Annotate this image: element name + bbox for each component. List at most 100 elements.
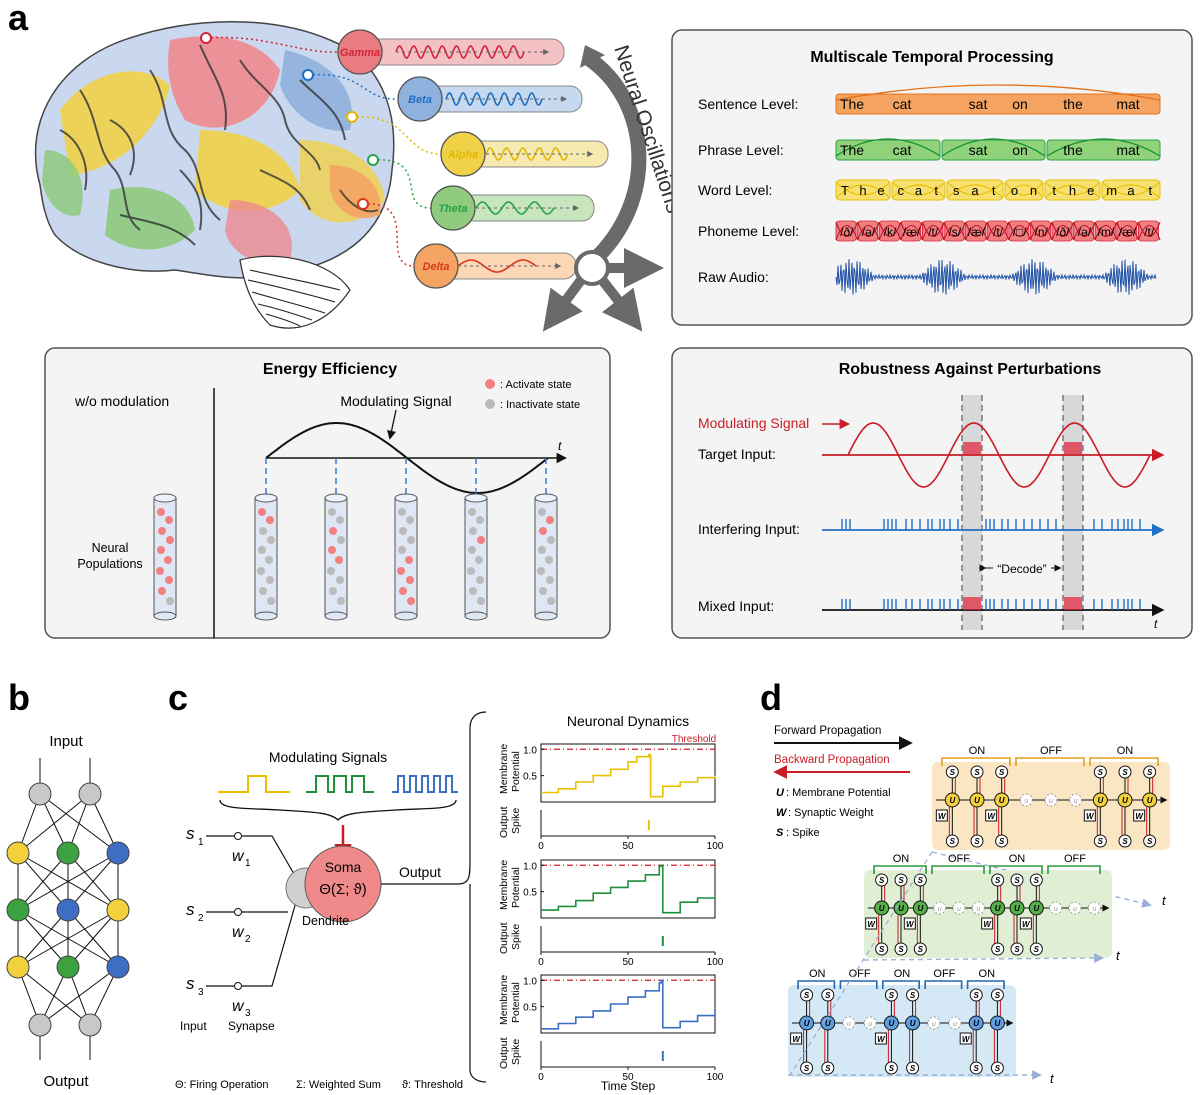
spike-node <box>1118 834 1132 848</box>
neuron-dot <box>468 546 476 554</box>
ms-token: mat <box>1116 96 1139 112</box>
inactive-membrane-label: u <box>1073 906 1077 913</box>
neuronal-dynamics: Neuronal Dynamics Threshold 1.00.5Membra… <box>498 713 724 1093</box>
neuron-dot <box>336 516 344 524</box>
membrane-node <box>820 1015 836 1031</box>
weight-box <box>790 1032 803 1045</box>
spike-node-label: S <box>910 991 916 1000</box>
ms-token: e <box>1087 183 1094 198</box>
weight-box <box>865 917 878 930</box>
neuron-dot <box>257 567 265 575</box>
ms-row-label: Word Level: <box>698 182 772 198</box>
membrane-potential-line <box>541 864 716 914</box>
on-label: ON <box>893 853 910 865</box>
spike-label-1: Output <box>498 922 510 954</box>
spike-node <box>1093 765 1107 779</box>
neuron-dot <box>406 576 414 584</box>
modulating-signals-title: Modulating Signals <box>269 749 387 765</box>
neuron-dot <box>259 587 267 595</box>
neuron-dot <box>539 527 547 535</box>
inactive-membrane-label: u <box>976 906 980 913</box>
neuron-dot <box>329 587 337 595</box>
inactive-membrane-node <box>927 1016 941 1030</box>
input-symbol: s <box>186 900 195 919</box>
spike-node <box>875 873 889 887</box>
inactive-membrane-node <box>948 1016 962 1030</box>
spike-node-label: S <box>1122 768 1128 777</box>
spike-node <box>991 942 1005 956</box>
membrane-node <box>799 1015 815 1031</box>
weight-box <box>1019 917 1032 930</box>
gamma-label: Gamma <box>340 47 380 59</box>
xtick-label: 50 <box>622 1072 634 1083</box>
without-modulation-label: w/o modulation <box>74 393 169 409</box>
ms-token: t <box>1148 183 1152 198</box>
membrane-node-label: U <box>1014 904 1020 913</box>
spike-node-label: S <box>950 837 956 846</box>
network-output-label: Output <box>43 1073 89 1090</box>
weight-box-label: W <box>1022 920 1031 929</box>
neuron-dot <box>265 556 273 564</box>
neuron-dot <box>158 587 166 595</box>
membrane-node <box>1028 900 1044 916</box>
spike-node-label: S <box>825 991 831 1000</box>
membrane-node-label: U <box>973 1019 979 1028</box>
spike-node-label: S <box>1014 876 1020 885</box>
delta-band: Delta <box>357 198 577 289</box>
ms-row: Raw Audio: <box>698 259 1157 295</box>
neuron-dot <box>157 508 165 516</box>
neural-population <box>534 458 558 621</box>
ms-token: /æ/ <box>903 225 921 239</box>
on-label: ON <box>1009 853 1026 865</box>
neuron-dot <box>468 508 476 516</box>
weight-box <box>959 1032 972 1045</box>
ms-token: /t/ <box>993 225 1004 239</box>
ms-token: on <box>1012 96 1028 112</box>
inactive-membrane-label: u <box>1024 798 1028 805</box>
neuron-dot <box>258 546 266 554</box>
ms-token: o <box>1011 183 1018 198</box>
blue-modulating-signal <box>392 775 458 793</box>
xtick-label: 100 <box>707 1072 724 1083</box>
spike-node <box>995 834 1009 848</box>
ytick-label: 1.0 <box>523 976 537 987</box>
spike-node-label: S <box>1147 768 1153 777</box>
interfering-input-label: Interfering Input: <box>698 521 800 537</box>
multiscale-title: Multiscale Temporal Processing <box>810 49 1053 66</box>
input-subscript: 1 <box>198 837 204 848</box>
brain-illustration <box>34 21 395 329</box>
dendrite-label: Dendrite <box>302 914 349 928</box>
ms-row-label: Phrase Level: <box>698 142 784 158</box>
weight-box-label: W <box>962 1035 971 1044</box>
neuron-dot <box>258 508 266 516</box>
spike-node-label: S <box>879 876 885 885</box>
panel-label-b: b <box>8 677 30 718</box>
potential-label: Potential <box>510 751 522 792</box>
spike-node <box>913 873 927 887</box>
potential-label: Potential <box>510 982 522 1023</box>
membrane-node <box>1117 792 1133 808</box>
ms-token: /k/ <box>884 225 897 239</box>
neuron-dot <box>157 546 165 554</box>
membrane-node <box>1009 900 1025 916</box>
neuron-dot <box>537 567 545 575</box>
spike-node-label: S <box>825 1064 831 1073</box>
energy-title: Energy Efficiency <box>263 361 397 378</box>
off-label: OFF <box>849 968 871 980</box>
spike-node <box>1029 942 1043 956</box>
ms-token: sat <box>969 142 988 158</box>
spike-node <box>1093 834 1107 848</box>
neuron-dot <box>407 536 415 544</box>
neural-populations-label-1: Neural <box>92 541 129 555</box>
raw-audio-waveform <box>835 259 1157 295</box>
electrode-dot <box>367 154 379 166</box>
forward-propagation-label: Forward Propagation <box>774 725 881 737</box>
membrane-node-label: U <box>949 796 955 805</box>
bptt-time-label: t <box>1162 893 1167 908</box>
membrane-node-label: U <box>995 904 1001 913</box>
ms-token: /m/ <box>1098 225 1115 239</box>
spike-node <box>991 873 1005 887</box>
spike-node-label: S <box>804 991 810 1000</box>
